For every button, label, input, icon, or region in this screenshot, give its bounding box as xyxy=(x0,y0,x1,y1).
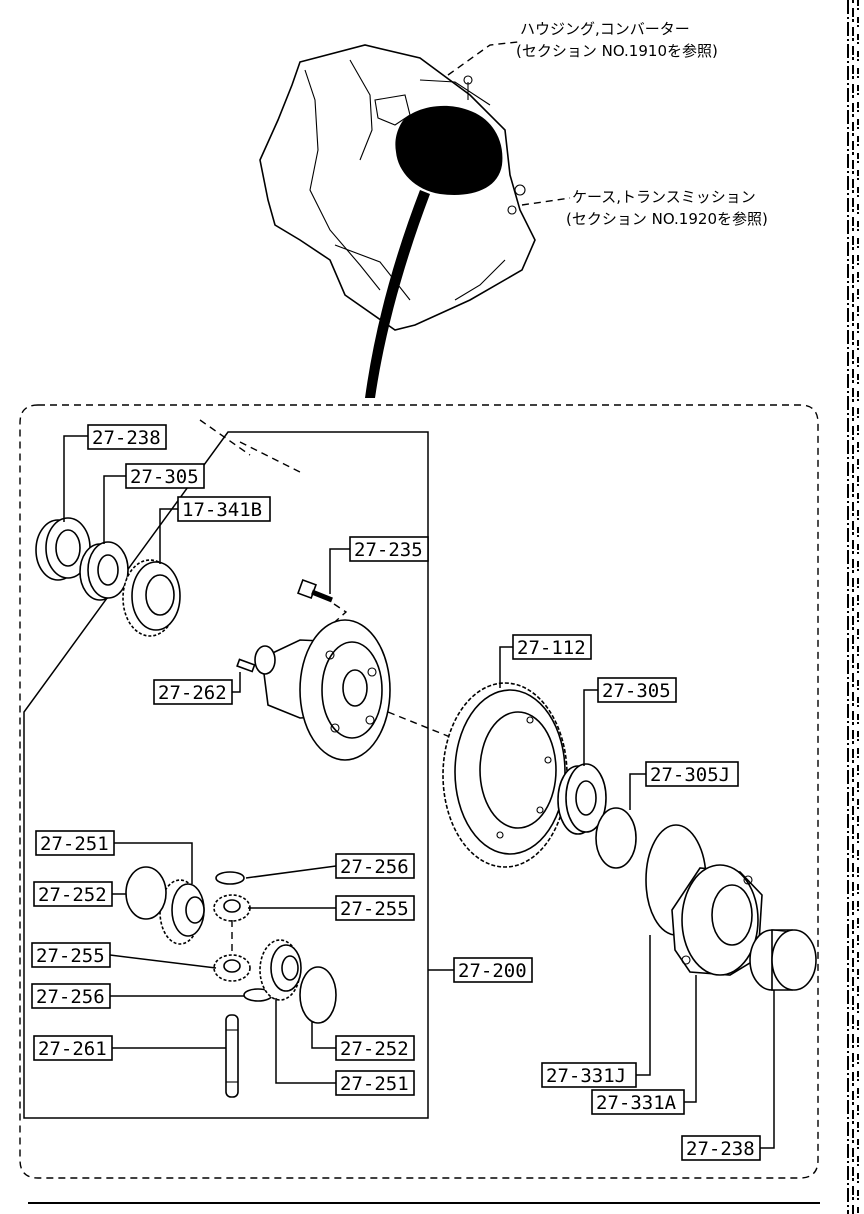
washer-icon-thrust-upper xyxy=(215,871,245,885)
bearing-icon-right xyxy=(557,763,607,835)
gear-icon-side-lower xyxy=(259,939,302,1001)
washer-icon-upper xyxy=(125,866,167,920)
svg-text:27-238: 27-238 xyxy=(92,427,161,449)
label-27-255-lower: 27-255 xyxy=(31,942,111,968)
svg-text:27-252: 27-252 xyxy=(340,1038,409,1060)
svg-text:27-256: 27-256 xyxy=(340,856,409,878)
svg-text:27-331A: 27-331A xyxy=(596,1092,677,1114)
bolt-icon xyxy=(297,579,333,603)
svg-text:27-261: 27-261 xyxy=(38,1038,107,1060)
note-converter-housing: ハウジング,コンバーター xyxy=(520,20,690,38)
label-27-112: 27-112 xyxy=(512,634,592,660)
scan-edge-noise xyxy=(847,0,859,1214)
label-27-305J: 27-305J xyxy=(645,761,739,787)
label-27-256-upper: 27-256 xyxy=(335,853,415,879)
label-27-200: 27-200 xyxy=(453,957,533,983)
seal-cap-icon xyxy=(749,929,817,991)
gear-icon-pinion-lower xyxy=(213,954,251,982)
label-27-238-bottom: 27-238 xyxy=(681,1135,761,1161)
svg-text:27-331J: 27-331J xyxy=(546,1065,626,1087)
label-27-251-lower: 27-251 xyxy=(335,1070,415,1096)
transmission-assembly-icon xyxy=(259,44,536,398)
washer-icon-lower xyxy=(299,966,337,1024)
bearing-icon-left-outer xyxy=(35,517,91,581)
label-27-238-top: 27-238 xyxy=(87,424,167,450)
svg-text:27-256: 27-256 xyxy=(36,986,105,1008)
label-27-331J: 27-331J xyxy=(541,1062,637,1088)
label-27-256-lower: 27-256 xyxy=(31,983,111,1009)
svg-text:27-305: 27-305 xyxy=(602,680,671,702)
label-27-235: 27-235 xyxy=(349,536,429,562)
bearing-icon-left-inner xyxy=(79,541,129,601)
note-transmission-case: ケース,トランスミッション xyxy=(572,188,756,206)
svg-text:27-262: 27-262 xyxy=(158,682,227,704)
bearing-housing-icon xyxy=(671,864,763,976)
note-transmission-case-ref: (セクション NO.1920を参照) xyxy=(566,210,768,228)
label-27-305-top: 27-305 xyxy=(125,463,205,489)
note-converter-housing-ref: (セクション NO.1910を参照) xyxy=(516,42,718,60)
svg-text:27-251: 27-251 xyxy=(40,833,109,855)
svg-text:27-238: 27-238 xyxy=(686,1138,755,1160)
differential-group-frame xyxy=(23,431,429,1119)
gear-icon-speedo-drive xyxy=(122,559,181,637)
svg-text:27-305J: 27-305J xyxy=(650,764,730,786)
group-border xyxy=(19,404,819,1179)
svg-text:27-251: 27-251 xyxy=(340,1073,409,1095)
differential-case-icon xyxy=(254,619,391,761)
bolt-path xyxy=(326,603,348,641)
svg-text:27-255: 27-255 xyxy=(36,945,105,967)
svg-text:27-200: 27-200 xyxy=(458,960,527,982)
svg-text:27-235: 27-235 xyxy=(354,539,423,561)
gear-icon-pinion-upper xyxy=(213,894,251,922)
label-27-261: 27-261 xyxy=(33,1035,113,1061)
gear-icon-side-upper xyxy=(159,879,205,945)
label-27-252-upper: 27-252 xyxy=(33,881,113,907)
label-27-262: 27-262 xyxy=(153,679,233,705)
note-top-leader xyxy=(447,41,519,76)
label-27-251-upper: 27-251 xyxy=(35,830,115,856)
label-27-255-upper: 27-255 xyxy=(335,895,415,921)
svg-text:27-252: 27-252 xyxy=(38,884,107,906)
svg-text:17-341B: 17-341B xyxy=(182,499,262,521)
svg-text:27-305: 27-305 xyxy=(130,466,199,488)
leader-lines xyxy=(63,435,775,1149)
pin-icon xyxy=(236,658,256,673)
label-27-305-right: 27-305 xyxy=(597,677,677,703)
pinion-shaft-icon xyxy=(225,1014,239,1098)
label-17-341B: 17-341B xyxy=(177,496,271,522)
label-27-252-lower: 27-252 xyxy=(335,1035,415,1061)
gear-icon-ring xyxy=(442,682,568,868)
shim-icon xyxy=(595,807,637,869)
svg-text:27-255: 27-255 xyxy=(340,898,409,920)
note-mid-leader xyxy=(521,197,571,206)
svg-text:27-112: 27-112 xyxy=(517,637,586,659)
label-27-331A: 27-331A xyxy=(591,1089,685,1115)
